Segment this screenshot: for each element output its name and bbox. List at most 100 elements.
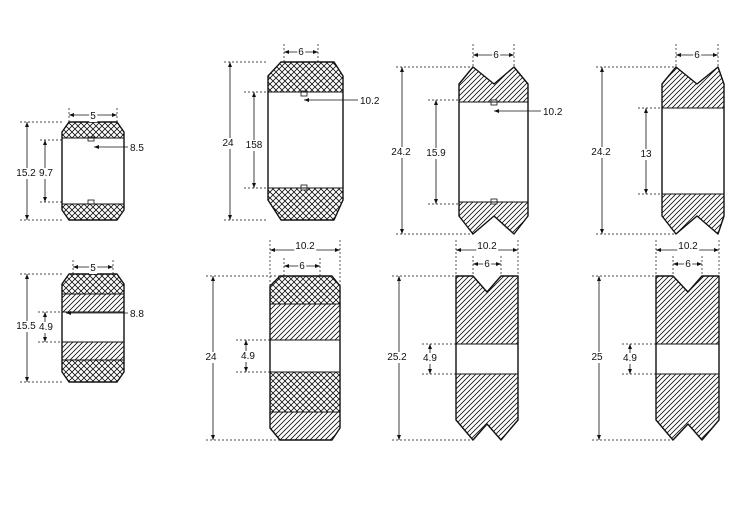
label-backing (492, 50, 501, 61)
width-label: 6 (694, 50, 700, 61)
label-backing (639, 149, 653, 160)
label-backing (622, 353, 639, 364)
label-backing (297, 47, 306, 58)
arrowhead (69, 113, 74, 117)
label-backing (677, 241, 700, 252)
arrowhead (428, 369, 432, 374)
label-backing (476, 241, 499, 252)
label-backing (38, 322, 55, 333)
label-backing (590, 147, 613, 158)
arrowhead (211, 276, 215, 281)
height-label: 24.2 (591, 147, 611, 158)
arrowhead (600, 229, 604, 234)
width-label: 6 (493, 50, 499, 61)
arrowhead (270, 248, 275, 252)
arrowhead (644, 189, 648, 194)
label-backing (693, 50, 702, 61)
arrowhead (304, 98, 309, 102)
arrowhead (73, 265, 78, 269)
label-backing (390, 147, 413, 158)
arrowhead (597, 276, 601, 281)
label-backing (38, 168, 55, 179)
arrowhead (284, 50, 289, 54)
label-backing (221, 138, 235, 149)
groove-label: 8.8 (130, 309, 144, 320)
outer-width-label: 10.2 (477, 241, 497, 252)
label-backing (204, 352, 218, 363)
inner-label: 4.9 (241, 351, 255, 362)
arrowhead (43, 197, 47, 202)
outer-width-label: 10.2 (295, 241, 315, 252)
width-label: 6 (299, 261, 305, 272)
width-label: 6 (298, 47, 304, 58)
arrowhead (397, 435, 401, 440)
inner-label: 4.9 (39, 322, 53, 333)
profile-4: 6 24.2 13 (590, 44, 725, 235)
arrowhead (400, 229, 404, 234)
height-label: 15.5 (16, 321, 36, 332)
arrowhead (600, 67, 604, 72)
dimension-arrowheads (25, 50, 719, 440)
arrowhead (428, 344, 432, 349)
profile-5: 5 15.5 4.9 8.8 (15, 260, 144, 383)
profile-3: 6 24.2 15.9 10.2 (390, 44, 563, 235)
label-backing (684, 259, 693, 270)
arrowhead (697, 262, 702, 266)
arrowhead (252, 92, 256, 97)
arrowhead (713, 53, 718, 57)
width-label: 6 (685, 259, 691, 270)
label-backing (590, 352, 604, 363)
width-label: 5 (90, 111, 96, 122)
arrowhead (628, 369, 632, 374)
groove-label: 10.2 (543, 107, 563, 118)
arrowhead (108, 265, 113, 269)
height-label: 25 (591, 352, 603, 363)
profile-2: 6 24 158 10.2 (221, 44, 380, 221)
label-backing (386, 352, 409, 363)
arrowhead (66, 311, 71, 315)
inner-label: 13 (640, 149, 652, 160)
arrowhead (714, 248, 719, 252)
label-backing (294, 241, 317, 252)
arrowhead (228, 215, 232, 220)
profile-7: 10.2 6 25.2 4.9 (386, 240, 519, 441)
height-label: 15.2 (16, 168, 36, 179)
arrowhead (284, 264, 289, 268)
label-backing (425, 148, 448, 159)
arrowhead (628, 344, 632, 349)
arrowhead (597, 435, 601, 440)
arrowhead (656, 248, 661, 252)
groove-label: 10.2 (360, 96, 380, 107)
label-backing (244, 140, 264, 151)
arrowhead (43, 140, 47, 145)
arrowhead (494, 109, 499, 113)
height-label: 24 (222, 138, 234, 149)
inner-label: 4.9 (423, 353, 437, 364)
arrowhead (434, 100, 438, 105)
label-backing (15, 168, 38, 179)
arrowhead (25, 122, 29, 127)
arrowhead (496, 262, 501, 266)
arrowhead (112, 113, 117, 117)
arrowhead (473, 53, 478, 57)
arrowhead (434, 199, 438, 204)
arrowhead (673, 262, 678, 266)
outer-width-label: 10.2 (678, 241, 698, 252)
arrowhead (244, 367, 248, 372)
arrowhead (676, 53, 681, 57)
arrowhead (456, 248, 461, 252)
arrowhead (94, 145, 99, 149)
arrowhead (228, 62, 232, 67)
arrowhead (509, 53, 514, 57)
arrowhead (252, 183, 256, 188)
label-backing (89, 111, 98, 122)
arrowhead (43, 337, 47, 342)
width-label: 6 (484, 259, 490, 270)
label-backing (240, 351, 257, 362)
inner-label: 158 (246, 140, 263, 151)
arrowhead (473, 262, 478, 266)
profile-1: 5 15.2 9.7 8.5 (15, 108, 144, 221)
inner-label: 9.7 (39, 168, 53, 179)
inner-label: 15.9 (426, 148, 446, 159)
